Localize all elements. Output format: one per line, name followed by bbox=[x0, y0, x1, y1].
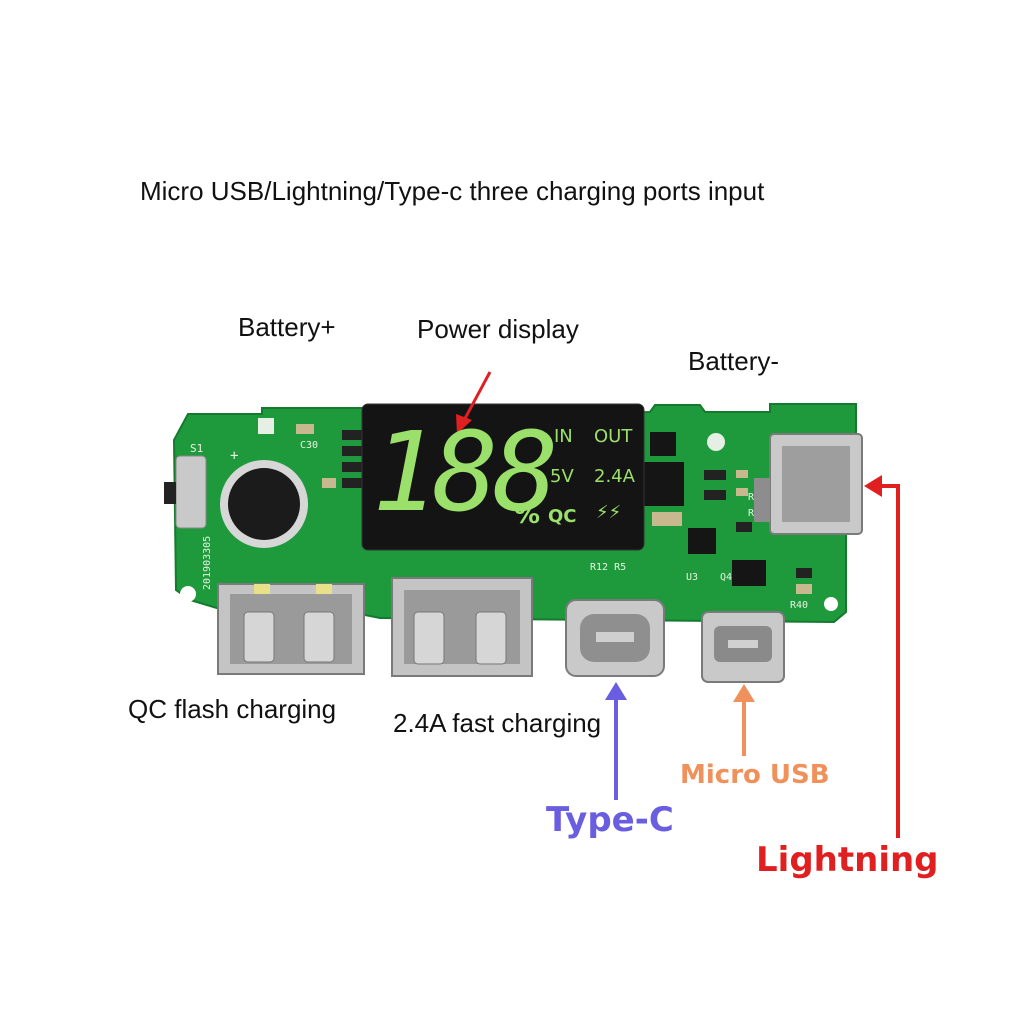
battery-plus-label: Battery+ bbox=[238, 312, 336, 342]
mount-hole bbox=[258, 418, 274, 434]
svg-text:R40: R40 bbox=[790, 600, 808, 611]
svg-text:S1: S1 bbox=[190, 442, 203, 455]
power-display-arrow bbox=[460, 371, 492, 425]
lcd-digits: 188 bbox=[372, 408, 559, 536]
lcd-5v: 5V bbox=[550, 466, 574, 487]
push-button bbox=[175, 455, 207, 529]
lightning-label: Lightning bbox=[756, 840, 939, 880]
micro-usb-port bbox=[701, 611, 785, 683]
lcd-qc: QC bbox=[548, 506, 577, 527]
lcd-display bbox=[361, 403, 645, 551]
svg-text:C30: C30 bbox=[300, 440, 318, 451]
mount-hole bbox=[180, 586, 196, 602]
battery-minus-label: Battery- bbox=[688, 346, 780, 376]
lcd-in: IN bbox=[554, 426, 573, 447]
lcd-percent: % bbox=[514, 500, 541, 530]
fast-charging-label: 2.4A fast charging bbox=[393, 708, 602, 738]
mount-hole bbox=[824, 597, 838, 611]
lcd-out: OUT bbox=[594, 426, 633, 447]
type-c-port bbox=[565, 599, 665, 677]
svg-text:Q4: Q4 bbox=[720, 572, 732, 583]
svg-text:U3: U3 bbox=[686, 572, 698, 583]
mount-hole bbox=[707, 433, 725, 451]
svg-text:R12 R5: R12 R5 bbox=[590, 562, 626, 573]
svg-text:+: + bbox=[230, 448, 238, 464]
type-c-label: Type-C bbox=[546, 800, 674, 840]
usb-a-port-qc bbox=[217, 583, 365, 675]
qc-flash-label: QC flash charging bbox=[128, 694, 337, 724]
lcd-2-4a: 2.4A bbox=[594, 466, 635, 487]
svg-text:201903305: 201903305 bbox=[202, 536, 213, 590]
power-display-label: Power display bbox=[417, 314, 579, 344]
lightning-arrow bbox=[876, 484, 900, 838]
lightning-port bbox=[754, 433, 863, 535]
micro-usb-label: Micro USB bbox=[680, 760, 830, 790]
usb-a-port-fast bbox=[391, 577, 533, 677]
lcd-bolt-icon: ⚡⚡ bbox=[596, 502, 622, 523]
page-title: Micro USB/Lightning/Type-c three chargin… bbox=[140, 176, 765, 206]
